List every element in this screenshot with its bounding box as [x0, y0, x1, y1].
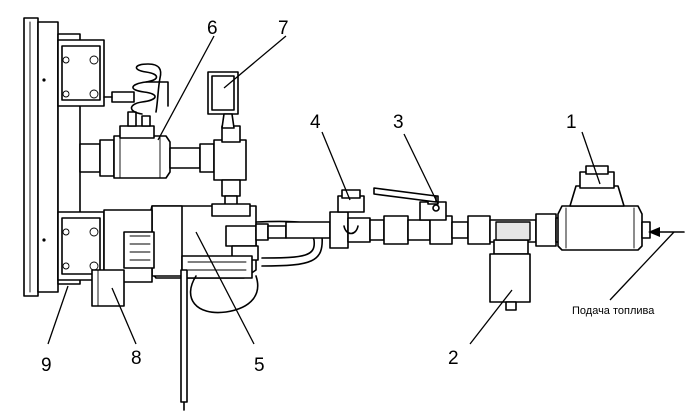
pressure-regulator — [557, 165, 651, 251]
fuel-supply-label: Подача топлива — [572, 305, 655, 317]
callout-2: 2 — [448, 348, 459, 369]
callout-9: 9 — [41, 355, 52, 376]
callout-8: 8 — [131, 348, 142, 369]
callout-7: 7 — [278, 18, 289, 39]
leader-lines — [47, 35, 601, 345]
callout-5: 5 — [254, 355, 265, 376]
fuel-supply-arrow — [609, 227, 685, 301]
ball-valve — [373, 187, 447, 221]
lower-housing — [91, 209, 155, 307]
solenoid-valve — [79, 63, 171, 179]
callout-1: 1 — [566, 112, 577, 133]
callout-4: 4 — [310, 112, 321, 133]
upper-pipe — [169, 125, 247, 207]
callout-6: 6 — [207, 18, 218, 39]
small-valve — [337, 189, 365, 235]
mounting-plate — [23, 17, 105, 297]
fuel-filter — [489, 221, 531, 311]
callout-3: 3 — [393, 112, 404, 133]
burner-block — [149, 203, 323, 411]
